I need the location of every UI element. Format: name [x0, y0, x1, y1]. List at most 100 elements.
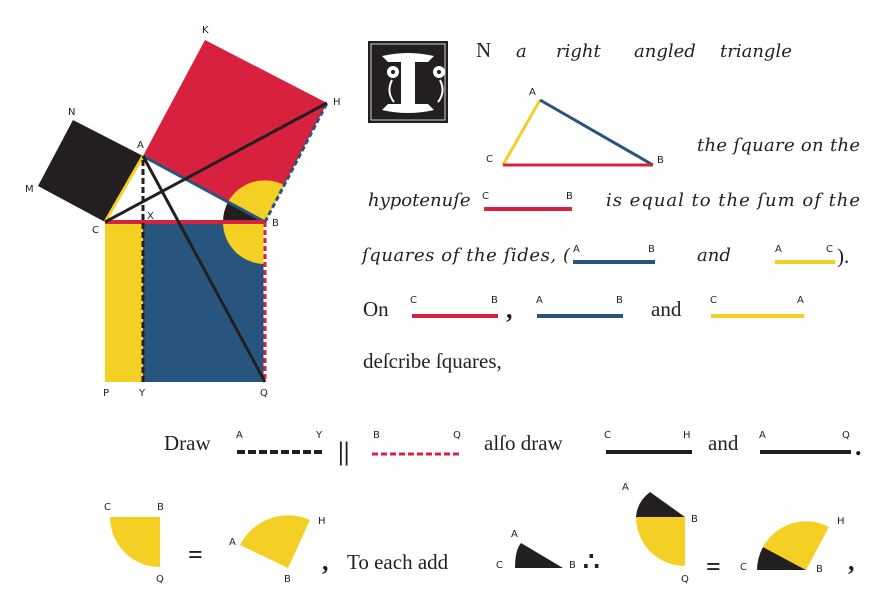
segment-ac: A C: [775, 244, 835, 264]
svg-text:A: A: [573, 244, 580, 255]
comma-2: ,: [848, 547, 855, 576]
line6: deſcribe ſquares,: [363, 349, 502, 373]
svg-text:A: A: [536, 295, 543, 306]
line-aq: [141, 155, 267, 383]
segment-ab-2: A B: [536, 295, 623, 318]
svg-text:A: A: [511, 529, 518, 540]
svg-text:C: C: [410, 295, 417, 306]
segment-cb: C B: [482, 191, 573, 211]
svg-text:A: A: [236, 430, 243, 441]
label-q: Q: [260, 388, 268, 399]
svg-text:B: B: [566, 191, 573, 202]
svg-text:B: B: [491, 295, 498, 306]
label-c: C: [92, 225, 99, 236]
label-h: H: [333, 97, 341, 108]
svg-text:A: A: [622, 482, 629, 493]
line1-word: right: [556, 41, 601, 62]
drop-cap-letter: I: [0, 0, 5, 4]
svg-text:B: B: [691, 514, 698, 525]
svg-text:C: C: [710, 295, 717, 306]
line3-rest: is equal to the ſum of the: [606, 190, 860, 211]
main-figure: K H N A M C X B P Y Q: [25, 25, 341, 399]
svg-text:B: B: [616, 295, 623, 306]
angle-cbh-sum: C B H: [740, 516, 845, 575]
line7-and: and: [708, 431, 739, 455]
label-a: A: [137, 140, 144, 151]
segment-ab: A B: [573, 244, 655, 264]
svg-text:Q: Q: [842, 430, 850, 441]
label-b: B: [272, 218, 279, 229]
triangle-abc: [105, 156, 265, 222]
square-on-ac: [38, 120, 143, 222]
angle-abq-sum: A B Q: [622, 482, 698, 585]
svg-text:Q: Q: [156, 574, 164, 585]
svg-text:B: B: [284, 574, 291, 585]
label-y: Y: [138, 388, 146, 399]
rectangle-cpyx: [105, 222, 143, 382]
line2: the ſquare on the: [697, 135, 860, 156]
svg-text:B: B: [657, 155, 664, 166]
segment-ay: A Y: [236, 430, 323, 454]
line7-period: .: [855, 432, 862, 461]
svg-text:B: B: [816, 564, 823, 575]
svg-text:H: H: [837, 516, 845, 527]
svg-text:H: H: [318, 516, 326, 527]
line7-also-draw: alſo draw: [484, 431, 564, 455]
svg-text:C: C: [604, 430, 611, 441]
line3-hypotenuse: hypotenuſe: [368, 190, 471, 211]
svg-text:B: B: [373, 430, 380, 441]
line-ch: [104, 101, 328, 224]
line4-start: ſquares of the ſides, (: [360, 245, 571, 266]
svg-text:A: A: [797, 295, 804, 306]
label-m: M: [25, 184, 34, 195]
line5-comma: ,: [506, 295, 513, 324]
label-p: P: [103, 388, 109, 399]
svg-text:B: B: [157, 502, 164, 513]
svg-text:C: C: [486, 154, 493, 165]
comma-1: ,: [322, 547, 329, 576]
svg-text:A: A: [759, 430, 766, 441]
line1-word: N: [476, 38, 491, 62]
line5-and: and: [651, 297, 682, 321]
small-triangle: A C B: [486, 87, 664, 167]
svg-text:C: C: [482, 191, 489, 202]
svg-text:Y: Y: [315, 430, 323, 441]
line1-word: angled: [634, 41, 696, 62]
drop-cap-ornament: I: [0, 0, 448, 123]
side-ab: [142, 154, 266, 224]
svg-text:C: C: [740, 562, 747, 573]
svg-text:C: C: [496, 560, 503, 571]
line1-word: a: [516, 41, 527, 62]
line1-word: triangle: [720, 41, 792, 62]
line7-draw: Draw: [164, 431, 211, 455]
label-x: X: [147, 211, 154, 222]
svg-text:B: B: [569, 560, 576, 571]
angle-abh-small: A H B: [229, 515, 326, 585]
svg-text:A: A: [529, 87, 536, 98]
svg-text:A: A: [775, 244, 782, 255]
segment-bq: B Q: [372, 430, 462, 456]
svg-text:Q: Q: [681, 574, 689, 585]
angle-cbq: [223, 222, 265, 264]
to-each-add: To each add: [347, 550, 449, 574]
line4-end: ).: [837, 244, 849, 268]
equals-2: =: [706, 552, 721, 581]
svg-text:B: B: [648, 244, 655, 255]
svg-text:C: C: [826, 244, 833, 255]
parallel-symbol: ||: [338, 437, 349, 466]
line5-on: On: [363, 297, 389, 321]
svg-text:H: H: [683, 430, 691, 441]
angle-cbq-small: C B Q: [104, 502, 164, 585]
segment-cb-2: C B: [410, 295, 498, 318]
equals-1: =: [188, 540, 203, 569]
angle-cba-small: A C B: [496, 529, 576, 571]
svg-text:Q: Q: [453, 430, 461, 441]
line-bh: [263, 102, 329, 223]
svg-text:A: A: [229, 537, 236, 548]
segment-ca: C A: [710, 295, 804, 318]
label-k: K: [202, 25, 209, 36]
therefore-symbol: ∴: [583, 547, 600, 576]
segment-ch: C H: [604, 430, 692, 454]
svg-text:C: C: [104, 502, 111, 513]
